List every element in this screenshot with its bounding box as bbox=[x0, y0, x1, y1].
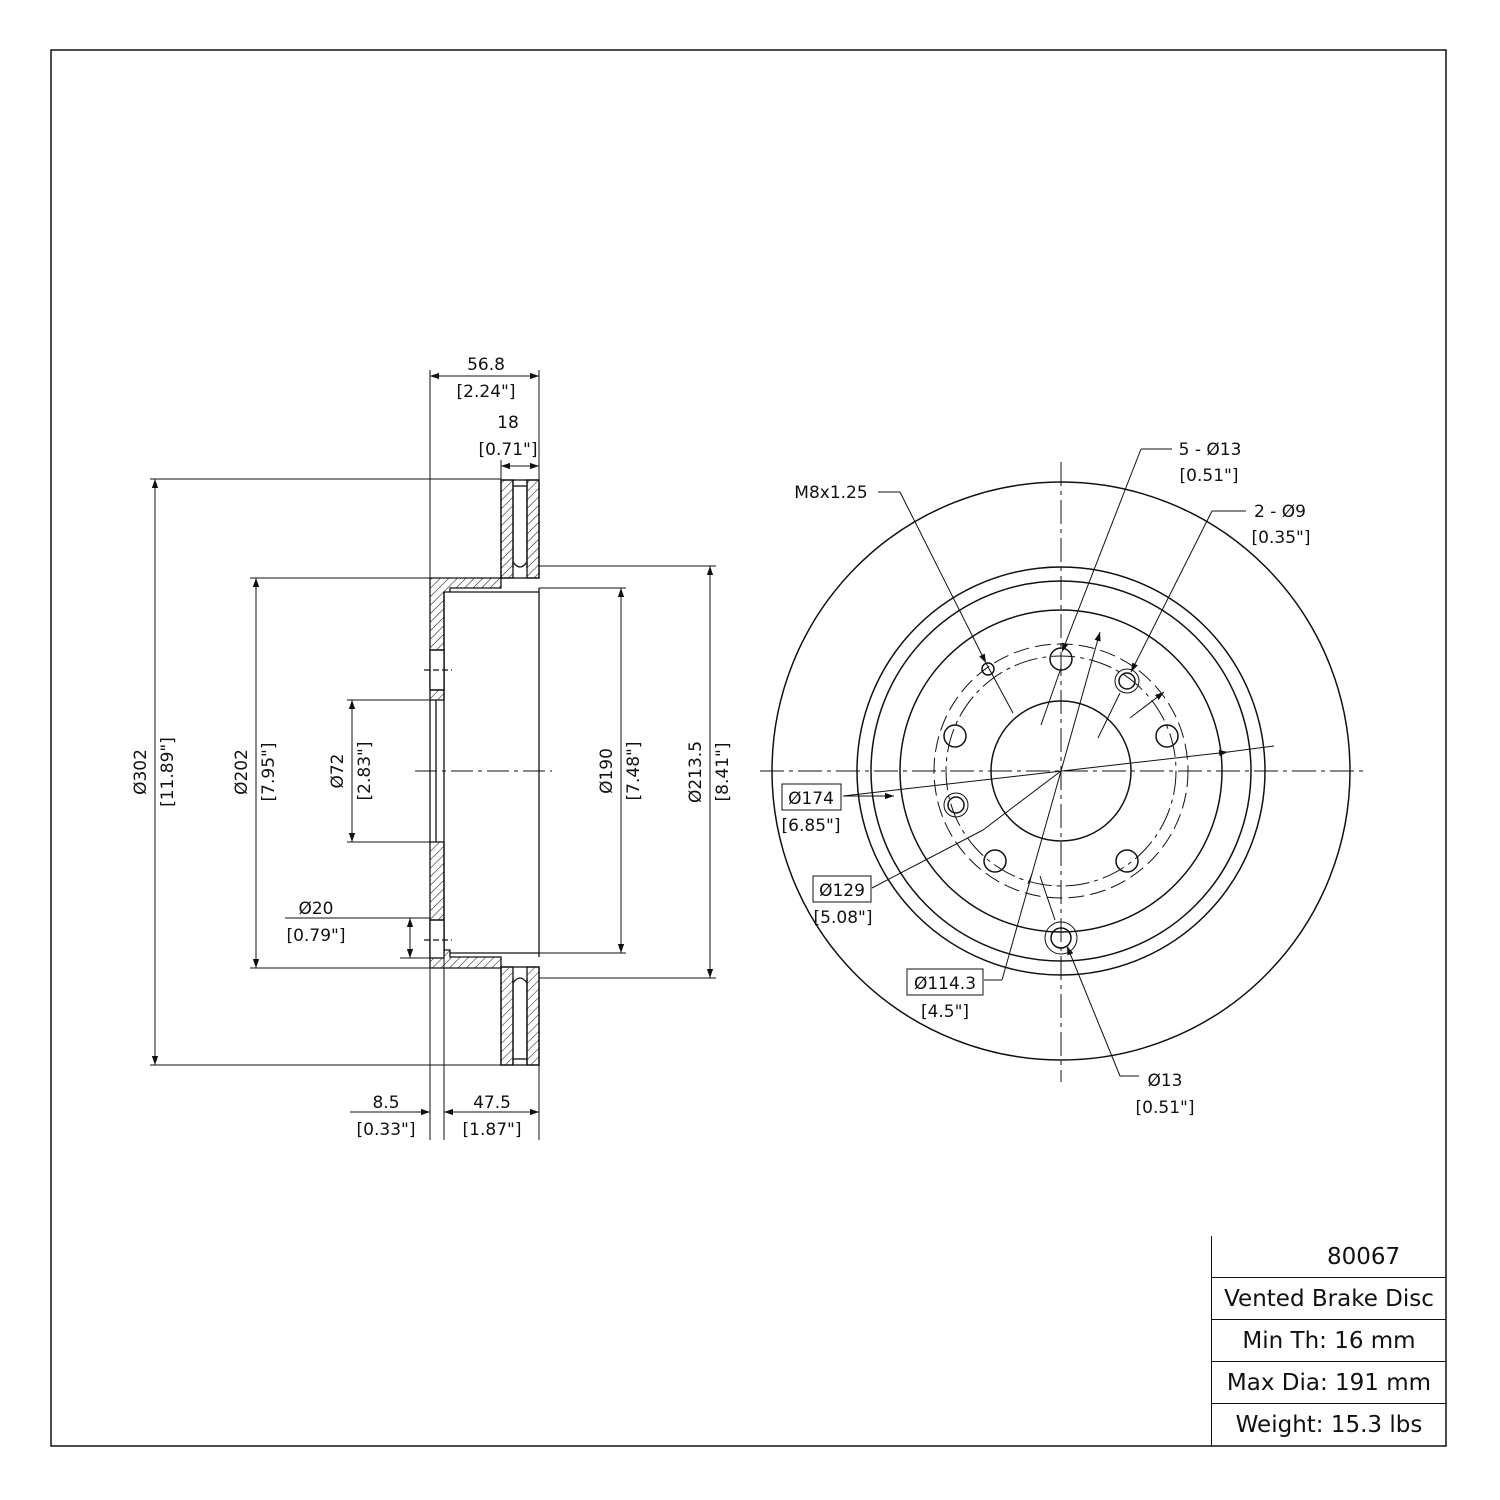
label-locator-holes-in: [0.35"] bbox=[1252, 528, 1311, 548]
box-bolt-circle bbox=[906, 968, 984, 996]
dim-pilot-hole-mm: Ø20 bbox=[298, 899, 333, 919]
label-threaded-hole: M8x1.25 bbox=[794, 483, 867, 503]
front-leaders bbox=[842, 448, 1275, 1077]
dim-overall-width-in: [2.24"] bbox=[457, 382, 516, 402]
section-dimension-labels: 56.8 [2.24"] 18 [0.71"] Ø302 [11.89"] Ø2… bbox=[131, 355, 733, 1140]
drawing-border bbox=[50, 49, 1447, 1447]
box-circle-174 bbox=[781, 783, 842, 811]
dim-hat-depth-mm: 47.5 bbox=[473, 1093, 511, 1113]
dim-hat-depth-in: [1.87"] bbox=[463, 1120, 522, 1140]
section-dimensions bbox=[150, 370, 716, 1140]
dim-outer-diameter-in: [11.89"] bbox=[158, 737, 178, 807]
label-locator-holes-mm: 2 - Ø9 bbox=[1254, 502, 1306, 522]
upper-friction-ring bbox=[500, 479, 540, 579]
box-circle-129 bbox=[812, 875, 872, 903]
title-block: 80067 Vented Brake Disc Min Th: 16 mm Ma… bbox=[1211, 1236, 1446, 1446]
dim-hat-diameter-in: [7.95"] bbox=[259, 743, 279, 802]
bottom-hole-ring bbox=[1044, 921, 1078, 955]
label-hole-13-in: [0.51"] bbox=[1136, 1098, 1195, 1118]
max-diameter: Max Dia: 191 mm bbox=[1212, 1362, 1446, 1404]
dim-center-bore-mm: Ø72 bbox=[328, 753, 348, 788]
dim-overall-width-mm: 56.8 bbox=[467, 355, 505, 375]
dim-step-diameter-in: [8.41"] bbox=[713, 743, 733, 802]
locator-hole-ring bbox=[943, 792, 969, 818]
label-stud-holes-in: [0.51"] bbox=[1180, 466, 1239, 486]
stud-hole bbox=[943, 724, 967, 748]
bottom-hole bbox=[1050, 927, 1072, 949]
part-number: 80067 bbox=[1212, 1236, 1446, 1278]
label-circle-129-mm: Ø129 bbox=[819, 881, 865, 901]
label-hole-13-mm: Ø13 bbox=[1147, 1071, 1182, 1091]
section-view bbox=[415, 479, 552, 1066]
stud-hole bbox=[983, 849, 1007, 873]
locator-hole bbox=[947, 796, 965, 814]
dim-hat-diameter-mm: Ø202 bbox=[232, 749, 252, 795]
front-view bbox=[760, 462, 1365, 1082]
label-bolt-circle-in: [4.5"] bbox=[921, 1002, 969, 1022]
label-stud-holes-mm: 5 - Ø13 bbox=[1179, 440, 1242, 460]
dim-disc-thickness-in: [0.71"] bbox=[479, 440, 538, 460]
stud-hole bbox=[1155, 724, 1179, 748]
dim-inner-diameter-mm: Ø190 bbox=[597, 748, 617, 794]
dim-disc-thickness-mm: 18 bbox=[497, 413, 519, 433]
locator-hole bbox=[1118, 672, 1136, 690]
friction-inner-edge bbox=[856, 566, 1266, 976]
dim-center-bore-in: [2.83"] bbox=[355, 742, 375, 801]
label-circle-174-mm: Ø174 bbox=[788, 789, 834, 809]
threaded-hole bbox=[981, 662, 995, 676]
label-circle-129-in: [5.08"] bbox=[814, 908, 873, 928]
front-dimension-labels: M8x1.25 5 - Ø13 [0.51"] 2 - Ø9 [0.35"] Ø… bbox=[781, 440, 1311, 1118]
dim-hat-thickness-mm: 8.5 bbox=[372, 1093, 399, 1113]
min-thickness: Min Th: 16 mm bbox=[1212, 1320, 1446, 1362]
label-bolt-circle-mm: Ø114.3 bbox=[914, 974, 976, 994]
dim-hat-thickness-in: [0.33"] bbox=[357, 1120, 416, 1140]
stud-hole bbox=[1115, 849, 1139, 873]
part-description: Vented Brake Disc bbox=[1212, 1278, 1446, 1320]
hole-circle-dashed bbox=[933, 643, 1189, 899]
dim-pilot-hole-in: [0.79"] bbox=[287, 926, 346, 946]
outer-rim bbox=[771, 481, 1351, 1061]
bolt-circle bbox=[945, 655, 1177, 887]
center-bore bbox=[990, 700, 1132, 842]
dim-inner-diameter-in: [7.48"] bbox=[624, 742, 644, 801]
dim-step-diameter-mm: Ø213.5 bbox=[686, 741, 706, 803]
lower-friction-ring bbox=[500, 966, 540, 1066]
hat-outer-edge bbox=[870, 580, 1252, 962]
locator-hole-ring bbox=[1114, 668, 1140, 694]
weight: Weight: 15.3 lbs bbox=[1235, 1412, 1423, 1438]
hat-inner-edge bbox=[899, 609, 1223, 933]
dim-outer-diameter-mm: Ø302 bbox=[131, 749, 151, 795]
stud-hole bbox=[1049, 647, 1073, 671]
label-circle-174-in: [6.85"] bbox=[782, 816, 841, 836]
